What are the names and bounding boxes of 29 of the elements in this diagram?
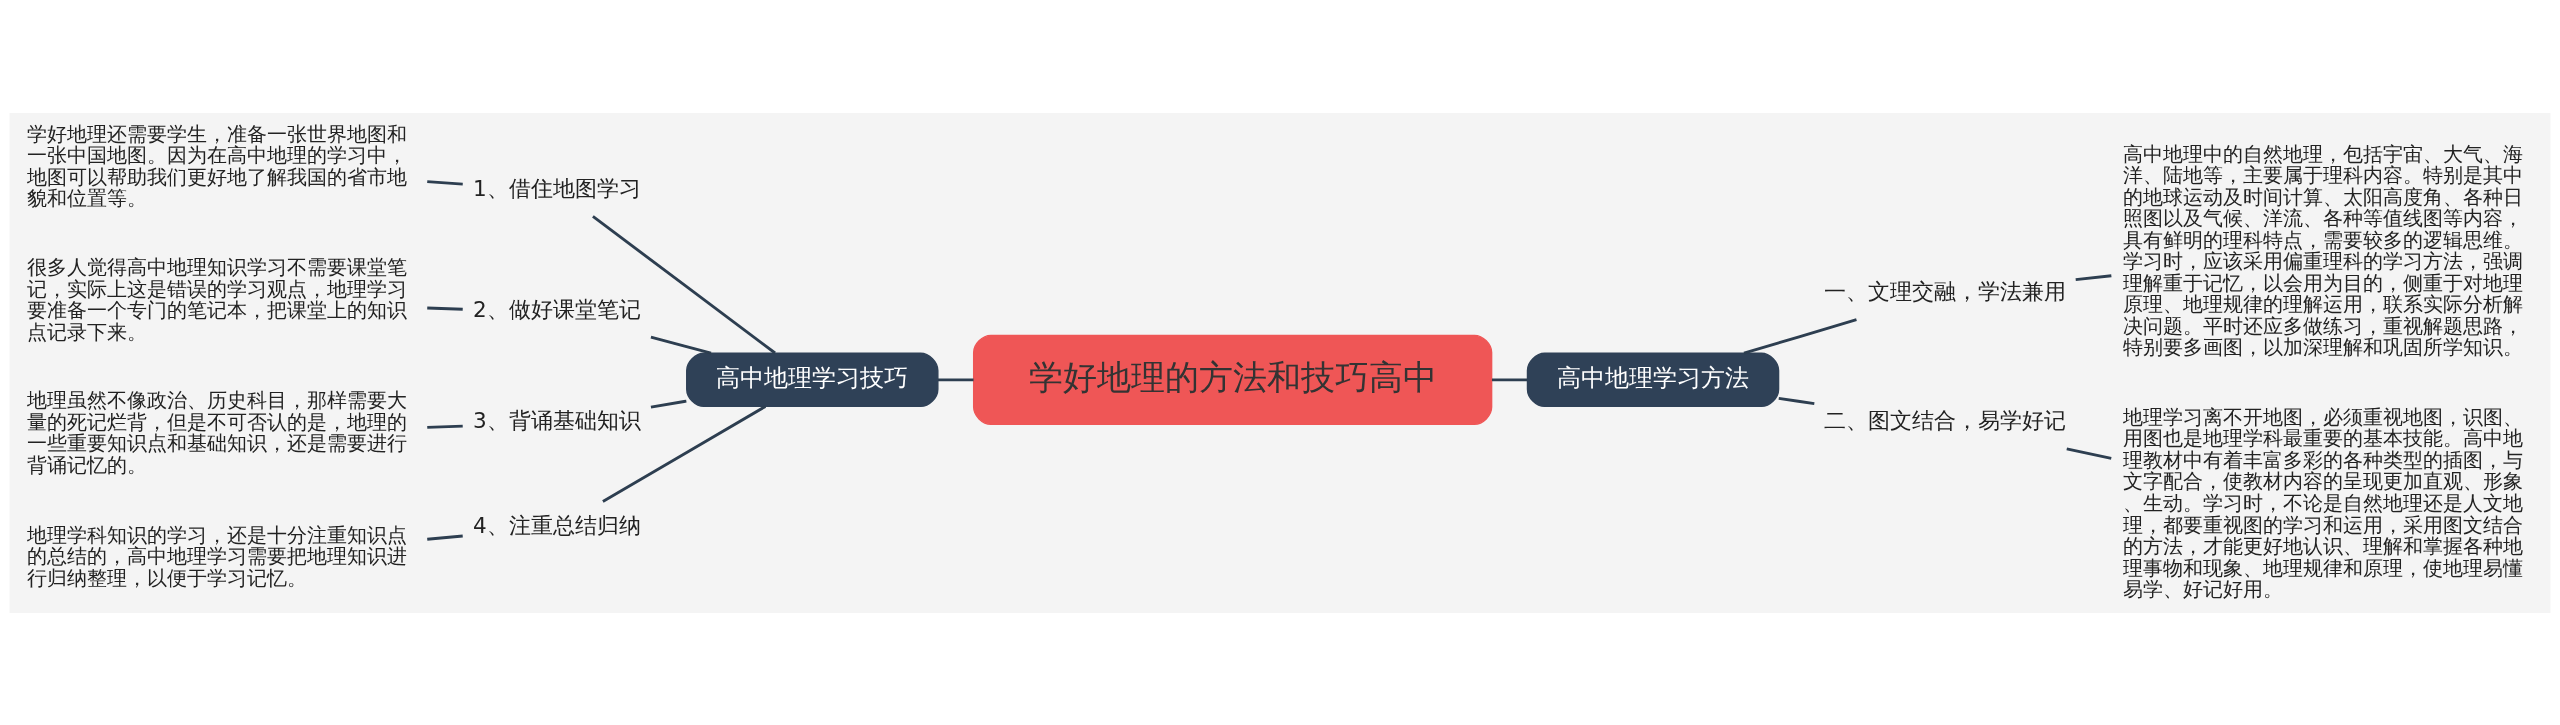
node-box: 高中地理学习方法 <box>1526 352 1780 407</box>
node-box: 高中地理学习技巧 <box>686 352 939 407</box>
connector <box>427 534 463 541</box>
node-text: 很多人觉得高中地理知识学习不需要课堂笔记，实际上这是错误的学习观点，地理学习要准备一个专门的笔记本，把课堂上的知识点记录下来。 <box>26 254 407 344</box>
node-text: 地理学科知识的学习，还是十分注重知识点的总结的，高中地理学习需要把地理知识进行归纳整理，以便于学习记忆。 <box>26 522 407 590</box>
node-text: 学好地理还需要学生，准备一张世界地图和一张中国地图。因为在高中地理的学习中，地图可以帮助我们更好地了解我国的省市地貌和位置等。 <box>26 121 407 210</box>
connector <box>650 335 712 355</box>
node-box: 学好地理的方法和技巧高中 <box>972 334 1493 425</box>
connector <box>1491 377 1528 381</box>
node-text: 地理虽然不像政治、历史科目，那样需要大量的死记烂背，但是不可否认的是，地理的一些重要知识点和基础知识，还是需要进行背诵记忆的。 <box>26 387 407 477</box>
connector <box>1778 396 1815 405</box>
node-text: 二、图文结合，易学好记 <box>1823 407 2066 433</box>
node-text: 2、做好课堂笔记 <box>473 296 641 322</box>
connector <box>2066 446 2112 460</box>
connector <box>937 377 974 381</box>
connector <box>427 424 463 429</box>
connector <box>2075 273 2112 281</box>
connector <box>602 404 767 503</box>
node-text: 高中地理中的自然地理，包括宇宙、大气、海洋、陆地等，主要属于理科内容。特别是其中的地球运动及时间计算、太阳高度角、各种日照图以及气候、洋流、各种等值线图等内容，具有鲜明的理科特点，需要较多的逻辑思维。学习时，应该采用偏重理科的学习方法，强调理解重于记忆，以会用为目的，侧重于对地理原理、地理规律的理解运用，联系实际分析解决问题。平时还应多做练习，重视解题思路，特别要多画图，以加深理解和巩固所学知识。 <box>2122 141 2523 359</box>
connector <box>592 214 776 354</box>
node-text: 3、背诵基础知识 <box>473 407 641 433</box>
node-text: 4、注重总结归纳 <box>473 512 641 538</box>
connector <box>427 179 463 185</box>
connector <box>1743 317 1857 355</box>
connector <box>427 306 463 311</box>
node-text: 一、文理交融，学法兼用 <box>1823 278 2066 304</box>
node-text: 地理学习离不开地图，必须重视地图，识图、用图也是地理学科最重要的基本技能。高中地理教材中有着丰富多彩的各种类型的插图，与文字配合，使教材内容的呈现更加直观、形象、生动。学习时，不论是自然地理还是人文地理，都要重视图的学习和运用，采用图文结合的方法，才能更好地认识、理解和掌握各种地理事物和现象、地理规律和原理，使地理易懂易学、好记好用。 <box>2122 404 2523 601</box>
node-text: 1、借住地图学习 <box>473 175 641 200</box>
connector <box>650 399 687 409</box>
